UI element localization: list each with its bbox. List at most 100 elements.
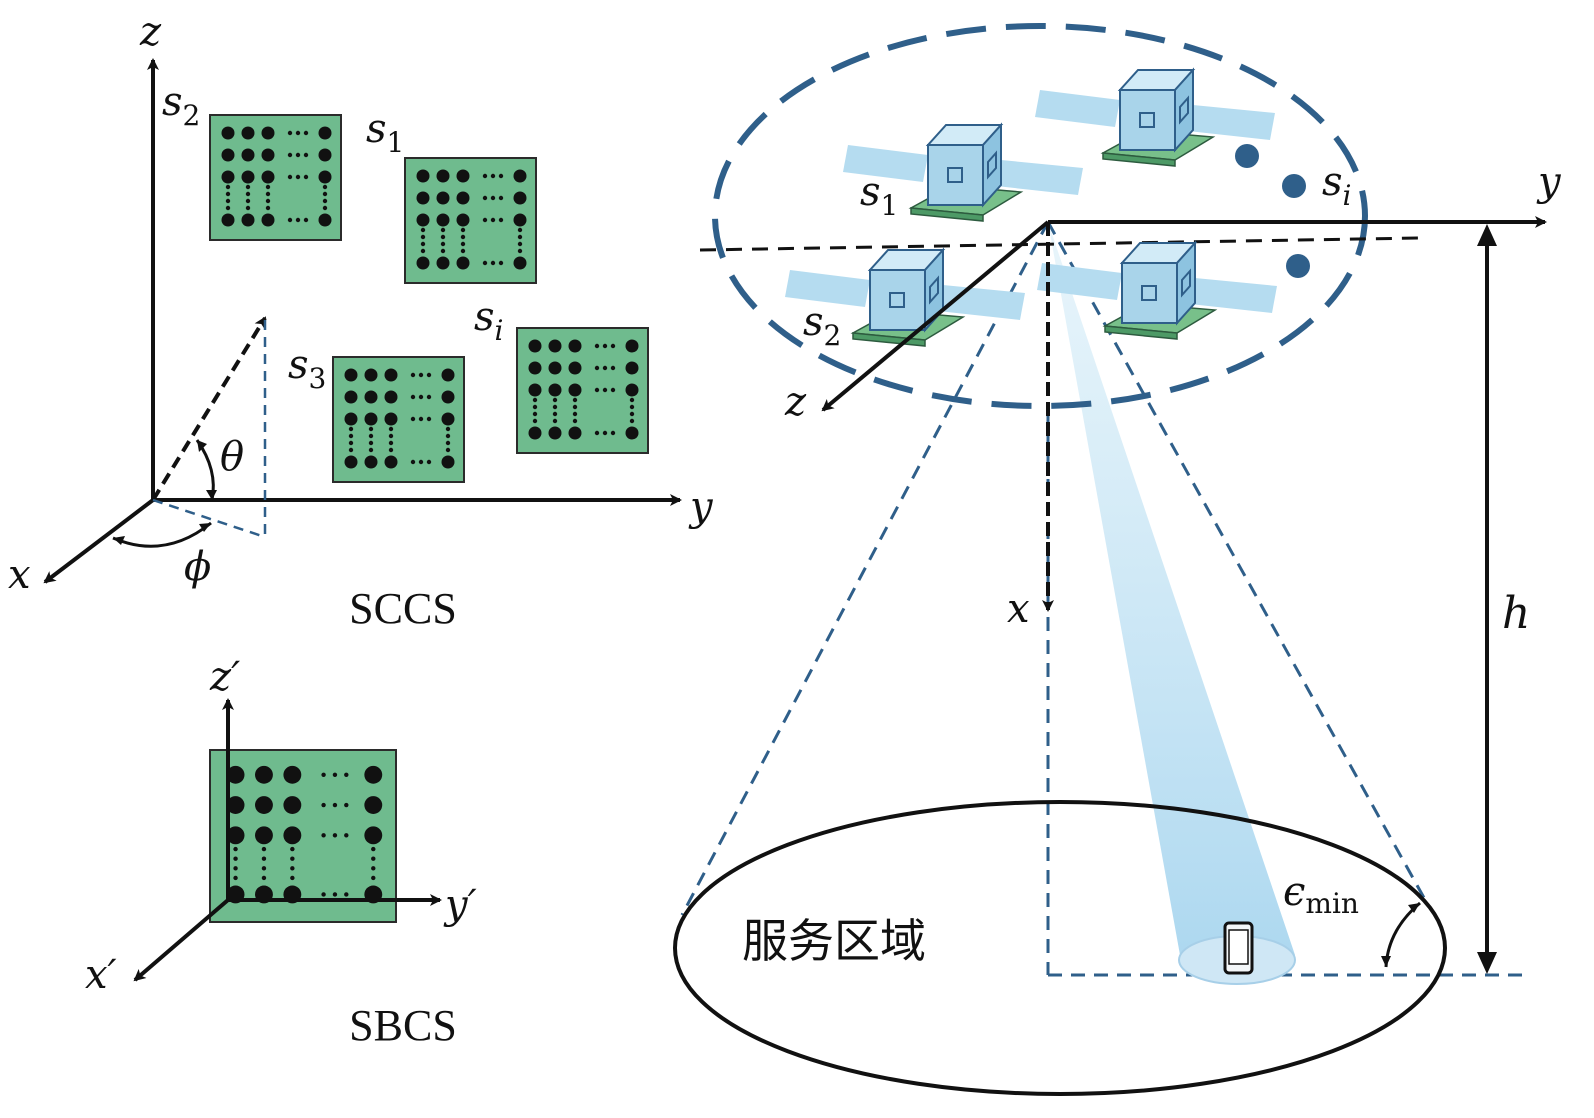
antenna-element: [456, 256, 470, 270]
elevation-label: ϵmin: [1283, 869, 1359, 920]
ellipsis-dot: [1286, 254, 1310, 278]
ellipsis-dot: [1235, 144, 1259, 168]
orbital-plane-line: [699, 236, 1421, 252]
phi-arc: [112, 521, 212, 548]
antenna-element: [384, 368, 398, 382]
sccs-y-label: y: [688, 484, 714, 530]
antenna-element: [568, 339, 582, 353]
antenna-element: [344, 390, 358, 404]
sbcs-x-label: x′: [85, 952, 117, 998]
antenna-element: [283, 796, 302, 814]
sat-s2-label: s2: [803, 299, 841, 352]
antenna-element: [513, 256, 527, 270]
panel-s2-label: s2: [162, 79, 200, 132]
ellipsis-dot: [1282, 174, 1306, 198]
antenna-element: [241, 148, 255, 162]
panel-s2: [209, 114, 342, 241]
antenna-element: [513, 213, 527, 227]
antenna-element: [441, 455, 455, 469]
antenna-element: [436, 256, 450, 270]
antenna-element: [364, 412, 378, 426]
antenna-element: [261, 148, 275, 162]
antenna-element: [568, 383, 582, 397]
antenna-element: [221, 170, 235, 184]
antenna-element: [416, 256, 430, 270]
antenna-element: [548, 383, 562, 397]
elevation-arc: [1384, 901, 1421, 968]
solar-panel: [1188, 105, 1275, 140]
antenna-element: [456, 169, 470, 183]
antenna-element: [384, 455, 398, 469]
antenna-element: [283, 765, 302, 784]
solar-panel: [785, 270, 870, 307]
antenna-element: [241, 170, 255, 184]
antenna-element: [226, 765, 245, 784]
antenna-element: [283, 826, 302, 845]
solar-panel: [996, 160, 1083, 195]
antenna-element: [318, 126, 332, 140]
antenna-element: [318, 213, 332, 227]
antenna-element: [364, 455, 378, 469]
antenna-element: [364, 368, 378, 382]
antenna-element: [255, 765, 273, 784]
antenna-element: [548, 339, 562, 353]
antenna-element: [384, 390, 398, 404]
cone-right-edge: [1046, 221, 1430, 906]
antenna-element: [318, 170, 332, 184]
sbcs-y-label: y′: [443, 882, 477, 928]
sccs-x-axis: [43, 498, 155, 584]
service-area-label: 服务区域: [742, 914, 926, 968]
antenna-element: [255, 796, 273, 814]
panel-s1: [404, 157, 537, 284]
solar-panel: [1035, 90, 1120, 127]
antenna-element: [528, 361, 542, 375]
antenna-element: [436, 169, 450, 183]
antenna-element: [364, 390, 378, 404]
antenna-element: [625, 361, 639, 375]
panel-sbcs: [209, 749, 397, 923]
antenna-element: [384, 412, 398, 426]
antenna-element: [221, 213, 235, 227]
orbit-x-label: x: [1007, 586, 1030, 632]
satellite-top-right: [1035, 67, 1275, 167]
antenna-element: [456, 213, 470, 227]
antenna-element: [344, 412, 358, 426]
phi-label: ϕ: [184, 544, 211, 590]
antenna-element: [344, 455, 358, 469]
antenna-element: [226, 796, 245, 814]
panel-s3-label: s3: [288, 342, 326, 395]
panel-si: [516, 327, 649, 454]
phone-icon: [1223, 921, 1254, 975]
sccs-x-label: x: [8, 552, 31, 598]
antenna-element: [241, 126, 255, 140]
antenna-element: [436, 213, 450, 227]
antenna-element: [441, 412, 455, 426]
sat-s1-label: s1: [860, 169, 898, 222]
sbcs-diagram: z′ y′ x′ SBCS: [85, 654, 477, 1050]
antenna-element: [416, 213, 430, 227]
antenna-element: [625, 383, 639, 397]
antenna-element: [456, 191, 470, 205]
panel-si-label: si: [474, 294, 504, 347]
antenna-element: [226, 826, 245, 845]
antenna-element: [568, 361, 582, 375]
antenna-element: [441, 368, 455, 382]
antenna-element: [416, 169, 430, 183]
service-area-ellipse: [673, 800, 1447, 1096]
antenna-element: [344, 368, 358, 382]
antenna-element: [625, 426, 639, 440]
solar-panel: [1190, 278, 1277, 313]
satellite-bottom-right: [1037, 240, 1277, 340]
coverage-diagram: 服务区域 y x z s1 s2 si h: [673, 23, 1562, 1096]
sat-si-label: si: [1322, 159, 1352, 212]
antenna-element: [625, 339, 639, 353]
sbcs-z-label: z′: [209, 654, 240, 700]
antenna-element: [441, 390, 455, 404]
panel-s3: [332, 356, 465, 483]
height-label: h: [1502, 588, 1530, 639]
orbit-z-label: z: [784, 379, 807, 425]
beam: [1048, 222, 1295, 955]
antenna-element: [436, 191, 450, 205]
theta-label: θ: [220, 434, 244, 480]
